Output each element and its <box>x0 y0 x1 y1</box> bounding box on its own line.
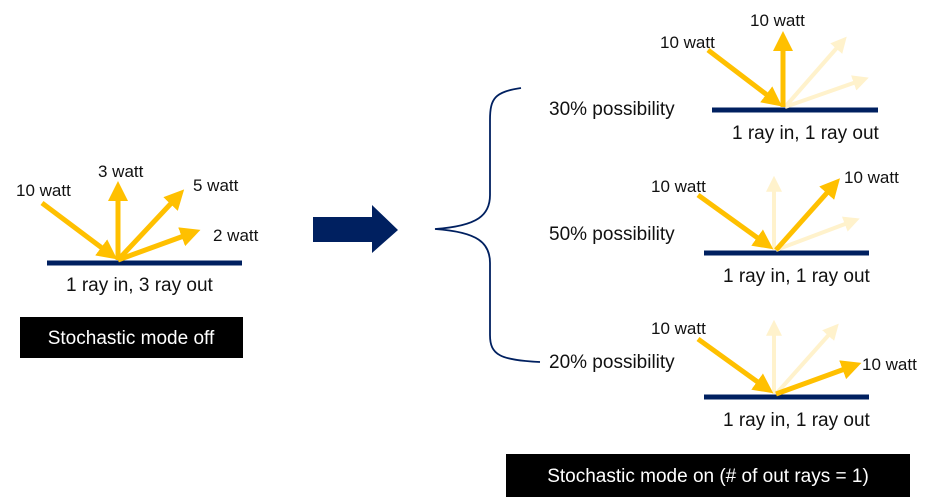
curly-brace <box>434 87 541 363</box>
mode-label: Stochastic mode off <box>48 328 215 349</box>
out-ray-label: 10 watt <box>844 168 899 187</box>
left-panel: 10 watt 3 watt 5 watt 2 watt 1 ray in, 3… <box>16 162 259 358</box>
in-ray-label: 10 watt <box>16 181 71 200</box>
incoming-ray-arrow <box>696 336 774 394</box>
case-20: 20% possibility 10 watt 10 watt 1 ray in… <box>549 319 917 431</box>
in-ray-label: 10 watt <box>651 319 706 338</box>
right-arrow-icon <box>313 205 398 253</box>
possibility-label: 50% possibility <box>549 224 675 245</box>
mode-box <box>20 317 243 358</box>
mode-box <box>506 454 910 497</box>
faded-ray-arrow <box>774 323 839 396</box>
in-ray-label: 10 watt <box>651 177 706 196</box>
out-ray-arrow-3 <box>117 227 201 263</box>
out-ray-label: 10 watt <box>750 11 805 30</box>
incoming-ray-arrow <box>40 201 118 260</box>
out-ray-label: 10 watt <box>862 355 917 374</box>
ray-caption: 1 ray in, 3 ray out <box>66 275 214 296</box>
mode-label: Stochastic mode on (# of out rays = 1) <box>547 466 869 487</box>
in-ray-label: 10 watt <box>660 33 715 52</box>
out-ray-arrow <box>775 360 862 397</box>
incoming-ray-arrow <box>696 192 774 250</box>
case-50: 50% possibility 10 watt 10 watt 1 ray in… <box>549 168 899 287</box>
out-ray-arrow <box>774 178 840 252</box>
possibility-label: 30% possibility <box>549 99 675 120</box>
ray-caption: 1 ray in, 1 ray out <box>732 123 880 144</box>
possibility-label: 20% possibility <box>549 352 675 373</box>
out-ray-arrow-2 <box>116 189 185 262</box>
incoming-ray-arrow <box>706 48 783 107</box>
faded-ray-arrow <box>783 36 847 109</box>
case-30: 30% possibility 10 watt 10 watt 1 ray in… <box>549 11 880 144</box>
faded-ray-arrow <box>784 75 869 109</box>
ray-caption: 1 ray in, 1 ray out <box>723 266 871 287</box>
out-ray-label: 5 watt <box>193 176 239 195</box>
faded-ray-arrow <box>775 216 860 252</box>
ray-caption: 1 ray in, 1 ray out <box>723 410 871 431</box>
out-ray-label: 3 watt <box>98 162 144 181</box>
out-ray-label: 2 watt <box>213 226 259 245</box>
